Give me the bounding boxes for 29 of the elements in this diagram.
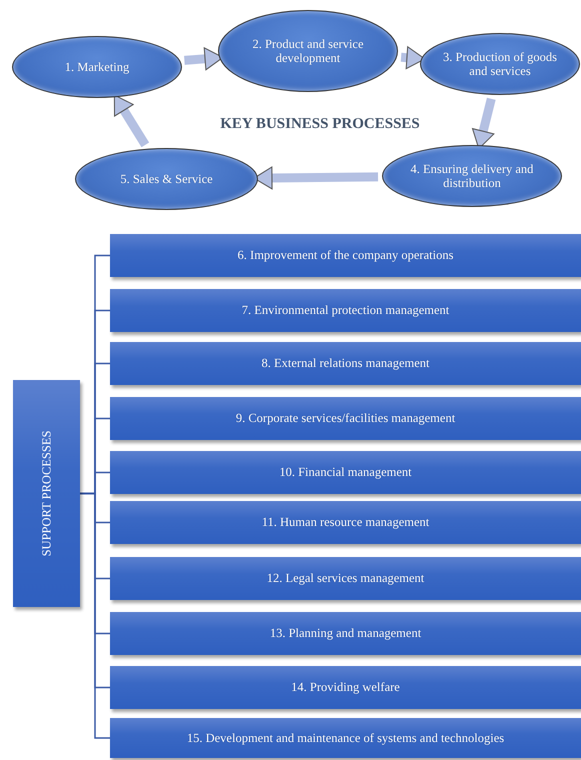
label-text: 6. Improvement of the company operations xyxy=(236,248,454,263)
process-bar xyxy=(110,342,581,385)
label-text: 7. Environmental protection management xyxy=(240,303,450,318)
category-box xyxy=(13,380,80,607)
label-text: 2. Product and service development xyxy=(251,36,365,66)
process-bar xyxy=(110,397,581,440)
label-text: 14. Providing welfare xyxy=(290,680,401,695)
label-text: SUPPORT PROCESSES xyxy=(39,430,54,556)
connector-line xyxy=(80,492,110,739)
label-text: 9. Corporate services/facilities management xyxy=(234,411,456,426)
process-bar xyxy=(110,234,581,277)
label-text: 10. Financial management xyxy=(278,465,413,480)
process-bar xyxy=(110,451,581,494)
label-text: 3. Production of goods and services xyxy=(442,50,558,78)
process-bar xyxy=(110,557,581,600)
process-bar xyxy=(110,718,581,758)
process-bar xyxy=(110,666,581,709)
label-text: 11. Human resource management xyxy=(260,515,430,530)
label-text: 4. Ensuring delivery and distribution xyxy=(410,162,534,190)
label-text: 1. Marketing xyxy=(64,60,130,74)
label-text: 5. Sales & Service xyxy=(119,172,214,186)
label-text: 15. Development and maintenance of systems and technologies xyxy=(186,730,506,746)
process-bar xyxy=(110,501,581,544)
process-bar xyxy=(110,289,581,332)
label-text: 12. Legal services management xyxy=(266,571,426,586)
process-bar xyxy=(110,612,581,655)
diagram-title: KEY BUSINESS PROCESSES xyxy=(219,116,421,133)
label-text: 8. External relations management xyxy=(260,356,430,371)
label-text: 13. Planning and management xyxy=(268,626,422,641)
